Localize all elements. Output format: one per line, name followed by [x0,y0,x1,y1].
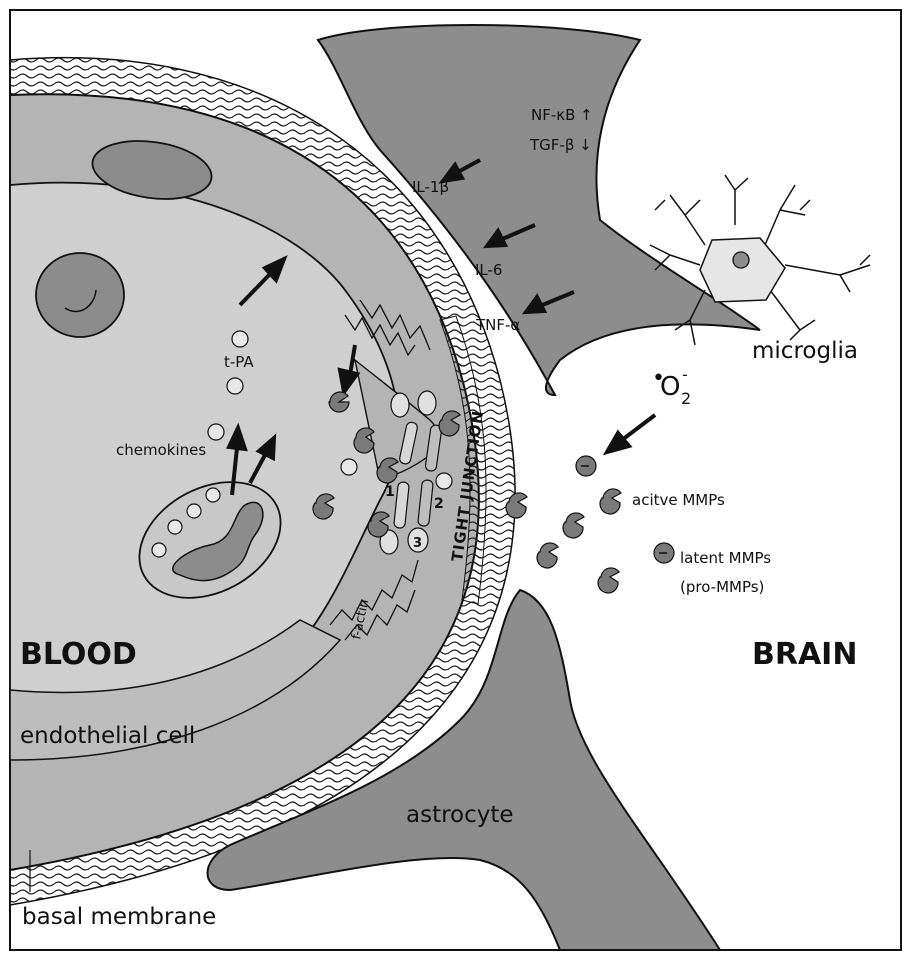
il-1b-label: IL-1β [412,178,449,196]
basal-membrane-label: basal membrane [22,904,216,930]
endothelial-cell-label: endothelial cell [20,723,195,749]
t-pa-label: t-PA [224,353,254,371]
brain-label: BRAIN [752,637,857,672]
il-6-label: IL-6 [475,261,502,279]
microglia-label: microglia [752,338,858,364]
junction-number-3: 3 [413,536,422,551]
vesicle [227,378,243,394]
astrocyte-label: astrocyte [406,802,514,828]
latent-mmps-label: latent MMPs [680,549,771,567]
nf-kb-label: NF-κB ↑ [531,106,593,124]
superoxide-charge: - [682,365,688,384]
vesicle [208,424,224,440]
tnf-a-label: TNF-α [475,316,520,334]
vesicle [436,473,452,489]
junction-number-1: 1 [385,484,395,500]
superoxide-label: O [660,372,680,402]
chemokines-label: chemokines [116,441,206,459]
tgf-b-label: TGF-β ↓ [529,136,592,154]
active-mmps-label: acitve MMPs [632,491,725,509]
blood-label: BLOOD [20,637,137,672]
junction-number-2: 2 [434,496,444,512]
vesicle [341,459,357,475]
left-nucleus [36,253,124,337]
superoxide-subscript: 2 [681,389,691,408]
vesicle [232,331,248,347]
pro-mmps-label: (pro-MMPs) [680,578,764,596]
